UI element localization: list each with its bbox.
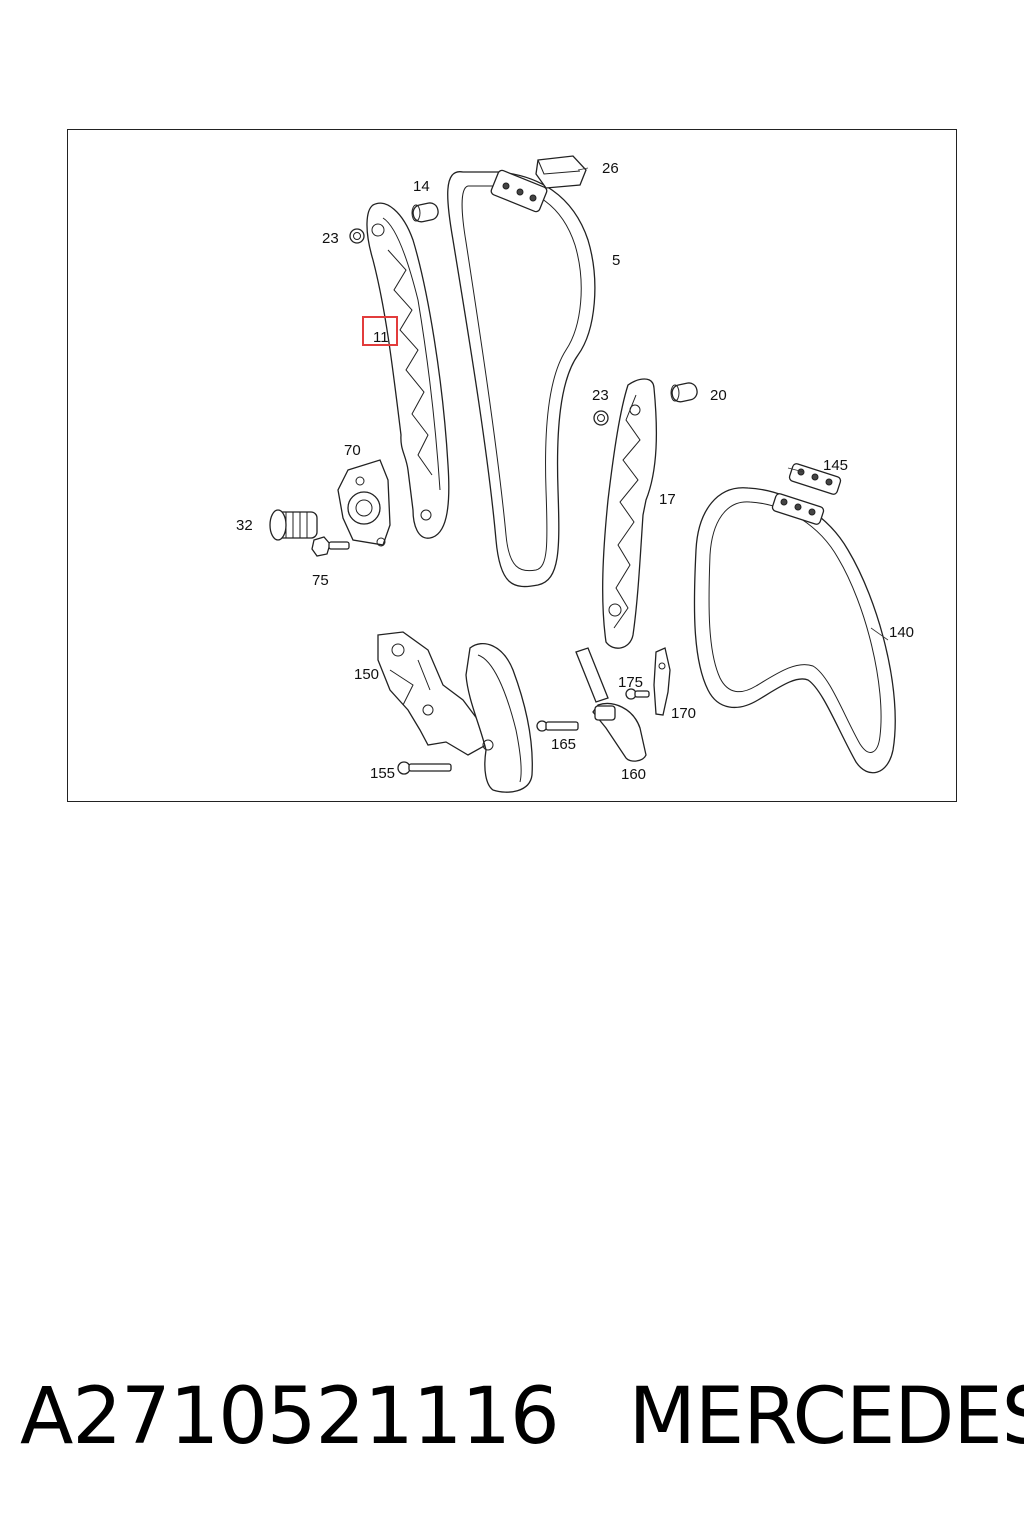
tensioner-shoe-part-150-rail[interactable]: [465, 643, 533, 793]
bushing-part-23-lower[interactable]: [593, 410, 609, 426]
callout-150: 150: [354, 666, 379, 683]
part-number: A2710521116: [20, 1372, 560, 1462]
bolt-part-175[interactable]: [625, 688, 650, 700]
guide-piece-part-170[interactable]: [653, 647, 671, 716]
callout-23-lower: 23: [592, 387, 609, 404]
parts-diagram-frame: 26 14 23 5 11 23 20 70 145 17 32 75 140 …: [67, 129, 957, 802]
callout-17: 17: [659, 491, 676, 508]
exploded-parts-diagram: 26 14 23 5 11 23 20 70 145 17 32 75 140 …: [236, 155, 914, 793]
tensioner-rail-part-11[interactable]: [366, 202, 450, 539]
pin-part-165[interactable]: [536, 720, 579, 732]
callout-23-upper: 23: [322, 230, 339, 247]
callout-175: 175: [618, 674, 643, 691]
highlight-box-11: [362, 316, 398, 346]
chain-link-segment-26-area: [490, 169, 548, 213]
callout-26: 26: [602, 160, 619, 177]
guide-pin-part-20[interactable]: [670, 381, 699, 403]
callout-75: 75: [312, 572, 329, 589]
guide-pin-part-14[interactable]: [411, 201, 440, 223]
bolt-part-75[interactable]: [311, 536, 350, 557]
leader-lines: [577, 167, 889, 641]
brand-name: MERCEDES: [628, 1372, 1024, 1462]
callout-20: 20: [710, 387, 727, 404]
callout-32: 32: [236, 517, 253, 534]
tensioner-lever-part-160[interactable]: [575, 647, 647, 762]
guide-rail-part-17[interactable]: [602, 378, 658, 649]
callout-14: 14: [413, 178, 430, 195]
timing-chain-upper[interactable]: [447, 171, 596, 588]
callout-5: 5: [612, 252, 620, 269]
callout-140: 140: [889, 624, 914, 641]
plug-screw-part-32[interactable]: [269, 509, 318, 541]
timing-chain-lower-part-140[interactable]: [693, 487, 896, 774]
guide-clip-part-26[interactable]: [535, 155, 587, 189]
callout-labels: 26 14 23 5 11 23 20 70 145 17 32 75 140 …: [236, 160, 914, 783]
callout-145: 145: [823, 457, 848, 474]
callout-11-highlighted: 11: [373, 329, 389, 346]
bolt-part-155[interactable]: [397, 761, 452, 775]
callout-170: 170: [671, 705, 696, 722]
bushing-part-23-upper[interactable]: [349, 228, 365, 244]
bracket-part-150[interactable]: [377, 631, 487, 756]
callout-70: 70: [344, 442, 361, 459]
part-caption: A2710521116 MERCEDES: [20, 1372, 1024, 1472]
callout-165: 165: [551, 736, 576, 753]
callout-155: 155: [370, 765, 395, 782]
chain-tensioner-part-70[interactable]: [337, 459, 391, 547]
callout-160: 160: [621, 766, 646, 783]
